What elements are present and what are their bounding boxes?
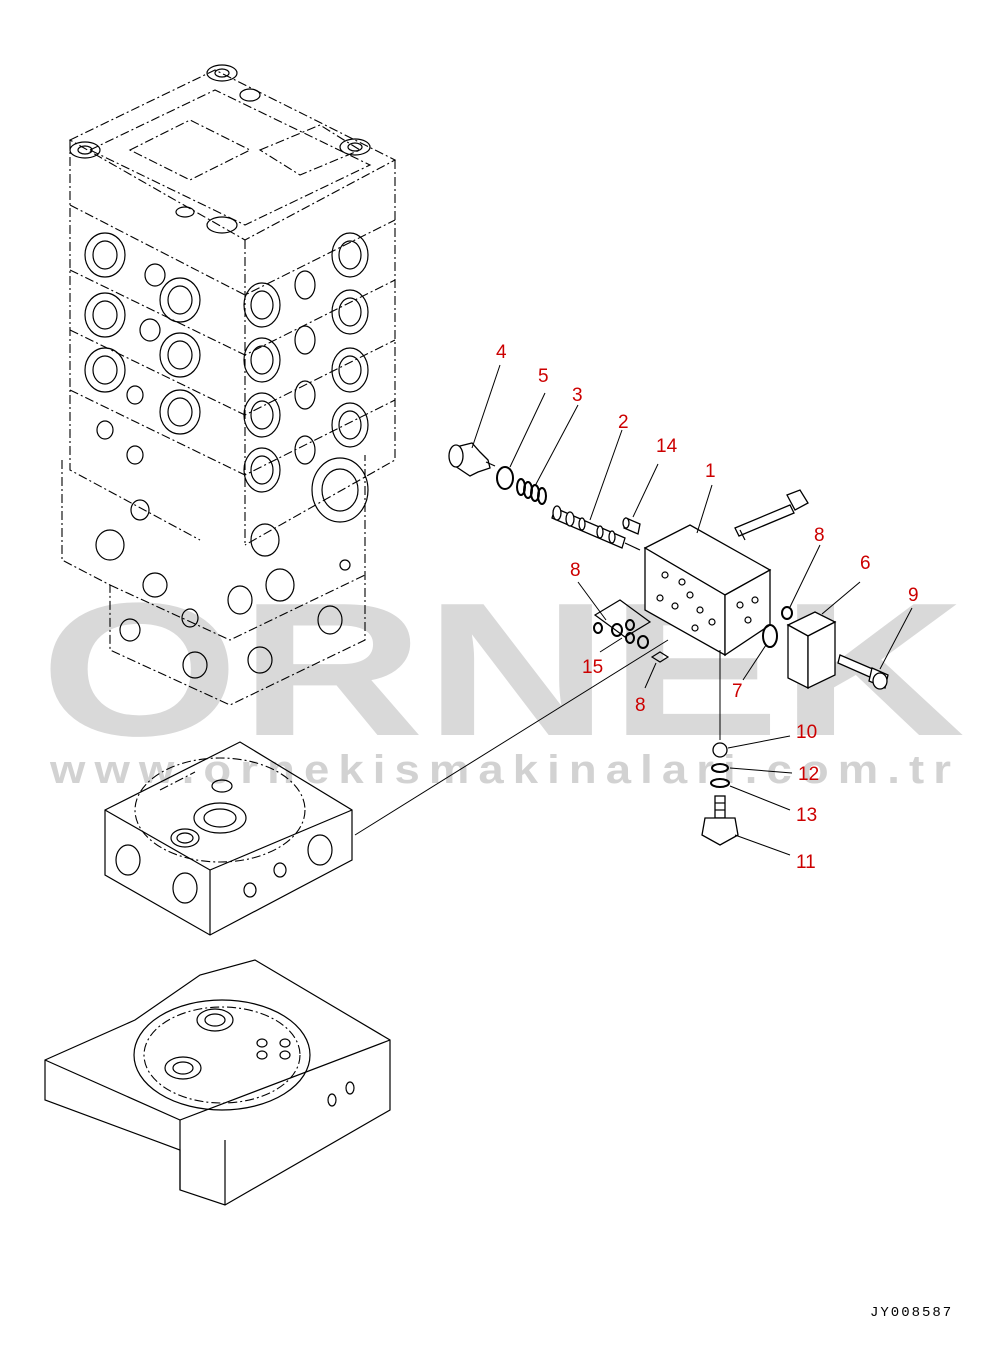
callout-leaders	[471, 364, 913, 856]
callout-14: 14	[656, 436, 678, 457]
callouts: 1 2 3 4 5 6 7 8 8 8 9 10 11 12 13 14 15	[496, 342, 919, 873]
callout-13: 13	[796, 805, 817, 826]
callout-8-lower: 8	[635, 695, 646, 716]
part-seat-plug	[701, 795, 739, 846]
callout-8-plate: 8	[570, 560, 581, 581]
callout-8-right: 8	[814, 525, 825, 546]
valve-section-bottom	[44, 959, 391, 1206]
part-bolt-side	[837, 654, 889, 690]
part-plate	[593, 599, 652, 649]
part-ball	[712, 742, 728, 758]
callout-10: 10	[796, 722, 817, 743]
callout-4: 4	[496, 342, 507, 363]
valve-section-middle	[104, 741, 353, 936]
part-backup-ring	[711, 763, 729, 773]
callout-15: 15	[582, 657, 603, 678]
assembly-leader	[354, 639, 669, 836]
part-o-ring	[496, 466, 514, 490]
part-o-ring-large	[762, 624, 778, 648]
part-o-ring-seat	[710, 778, 730, 788]
callout-1: 1	[705, 461, 716, 482]
part-spool	[551, 505, 641, 551]
part-cover	[786, 611, 837, 690]
callout-2: 2	[618, 412, 629, 433]
callout-12: 12	[798, 764, 819, 785]
callout-3: 3	[572, 385, 583, 406]
callout-9: 9	[908, 585, 919, 606]
drawing-code: JY008587	[870, 1305, 953, 1321]
part-bolt-top	[734, 489, 809, 541]
part-o-ring-small	[781, 606, 793, 620]
exploded-parts	[448, 442, 889, 846]
part-o-ring-diamond	[650, 651, 670, 663]
part-small-plug	[622, 517, 641, 535]
callout-5: 5	[538, 366, 549, 387]
part-spring	[516, 478, 547, 505]
part-plug	[448, 442, 496, 477]
callout-11: 11	[796, 852, 816, 873]
watermark-url: www.ornekismakinalari.com.tr	[49, 748, 960, 792]
part-valve-block	[643, 524, 772, 657]
control-valve-stack	[61, 64, 397, 706]
callout-7: 7	[732, 681, 743, 702]
callout-6: 6	[860, 553, 871, 574]
